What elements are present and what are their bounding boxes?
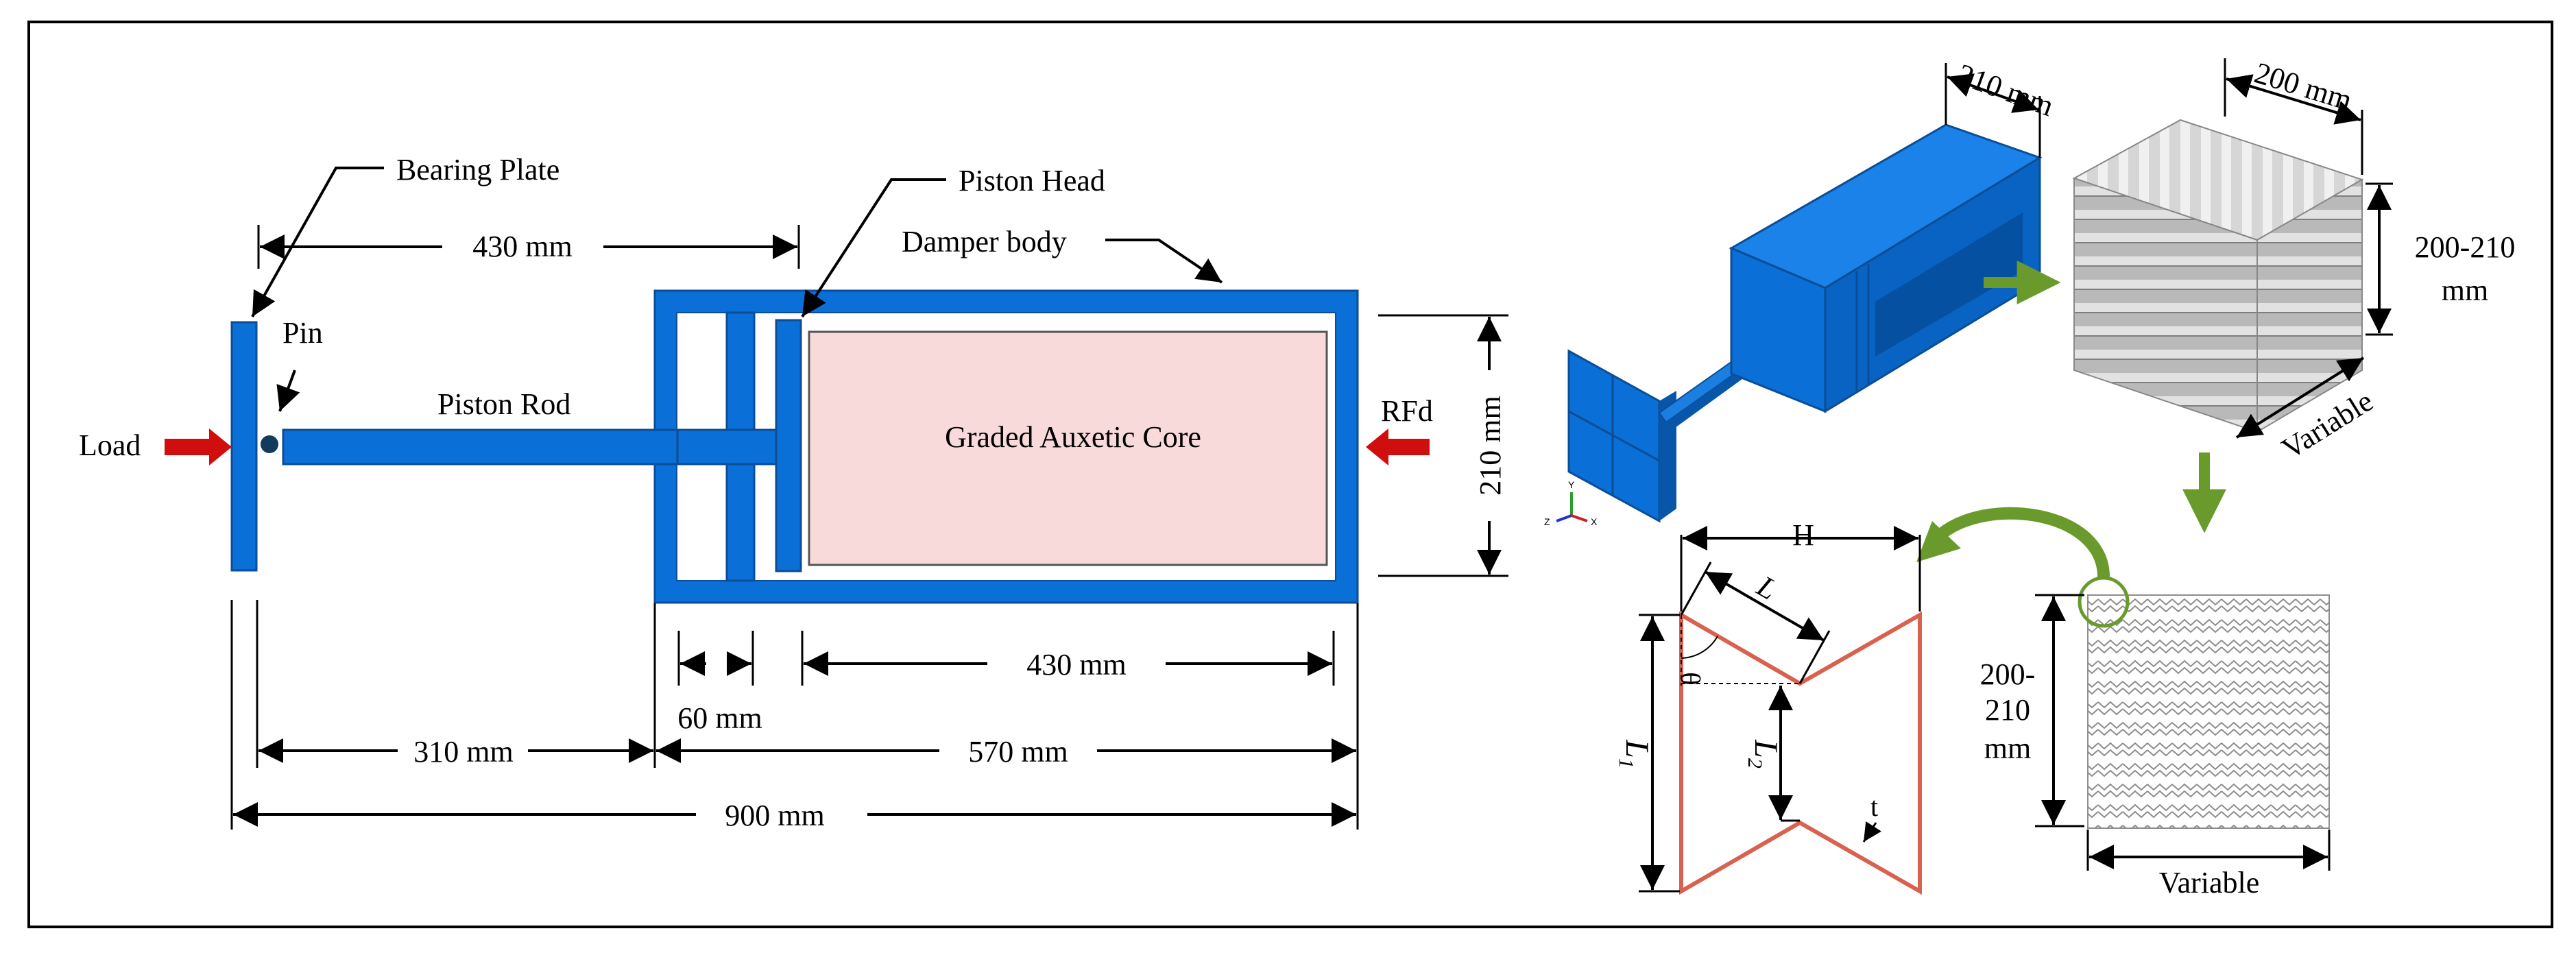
dim-lat-h-c: mm: [1984, 732, 2031, 765]
graded-auxetic-core: [808, 330, 1328, 566]
dim-430-top: 430 mm: [472, 230, 572, 263]
dim-core-200: [2226, 74, 2361, 125]
load-label: Load: [79, 428, 141, 462]
dim-core-200-label: 200 mm: [2251, 56, 2356, 117]
dim-lat-w-label: Variable: [2159, 866, 2260, 899]
piston-head: [775, 319, 802, 572]
plate-3d-crack2: [1568, 410, 1660, 462]
damper-body-leader: [1105, 239, 1223, 284]
dim-900: 900 mm: [725, 799, 824, 832]
axis-z: Z: [1544, 516, 1550, 527]
bearing-plate: [230, 321, 258, 572]
pin-leader: [276, 370, 300, 412]
dim-L: [1704, 570, 1825, 642]
axes-triad: Y Z X: [1544, 479, 1598, 527]
auxetic-lattice: [2087, 594, 2330, 829]
dim-H-label: H: [1792, 518, 1814, 552]
green-curved-arrowhead: [1916, 521, 1961, 562]
green-curved-arrow: [1929, 507, 2110, 579]
rfd-arrow: [1366, 428, 1430, 466]
dim-core-var: [2235, 356, 2365, 439]
dim-L1-label: L1: [1615, 739, 1655, 769]
bearing-plate-leader: [251, 167, 384, 317]
dim-310: 310 mm: [413, 735, 513, 769]
dim-L2-label: L2: [1744, 739, 1784, 769]
bearing-plate-label: Bearing Plate: [396, 153, 559, 186]
theta-arc: [1681, 636, 1718, 659]
t-label: t: [1870, 791, 1878, 822]
dim-210: 210 mm: [1473, 396, 1507, 495]
damper-body-label: Damper body: [902, 225, 1067, 258]
axis-x: X: [1591, 516, 1598, 527]
dim-core-h-label-b: mm: [2442, 274, 2488, 307]
dim-core-h-label-a: 200-210: [2415, 230, 2516, 264]
dim-3d-210: [1947, 73, 2039, 113]
piston-head-leader: [801, 178, 946, 318]
damper-3d-model: [1567, 123, 2043, 523]
piston-head-label: Piston Head: [959, 164, 1105, 197]
core-label: Graded Auxetic Core: [945, 420, 1201, 454]
axis-y: Y: [1568, 479, 1575, 490]
dim-lat-h-b: 210: [1985, 693, 2030, 727]
load-arrow: [165, 428, 232, 466]
box-3d-opening: [1875, 213, 2023, 356]
rfd-label: RFd: [1381, 394, 1433, 428]
dim-L-ext2: [1798, 630, 1831, 684]
piston-rod: [282, 428, 679, 466]
pin: [261, 435, 278, 453]
t-leader: [1862, 821, 1881, 843]
unit-cell: [1679, 611, 1922, 895]
dim-570: 570 mm: [968, 735, 1068, 769]
pin-label: Pin: [282, 316, 323, 350]
dim-L-ext1: [1680, 561, 1712, 616]
theta-label: θ: [1676, 672, 1707, 685]
dim-60: 60 mm: [677, 701, 762, 735]
dim-3d-210-label: 210 mm: [1953, 57, 2058, 123]
dim-430-bottom: 430 mm: [1026, 648, 1126, 681]
figure-border: [27, 21, 2553, 928]
piston-rod-label: Piston Rod: [437, 387, 570, 421]
dim-lat-h-a: 200-: [1980, 657, 2036, 691]
